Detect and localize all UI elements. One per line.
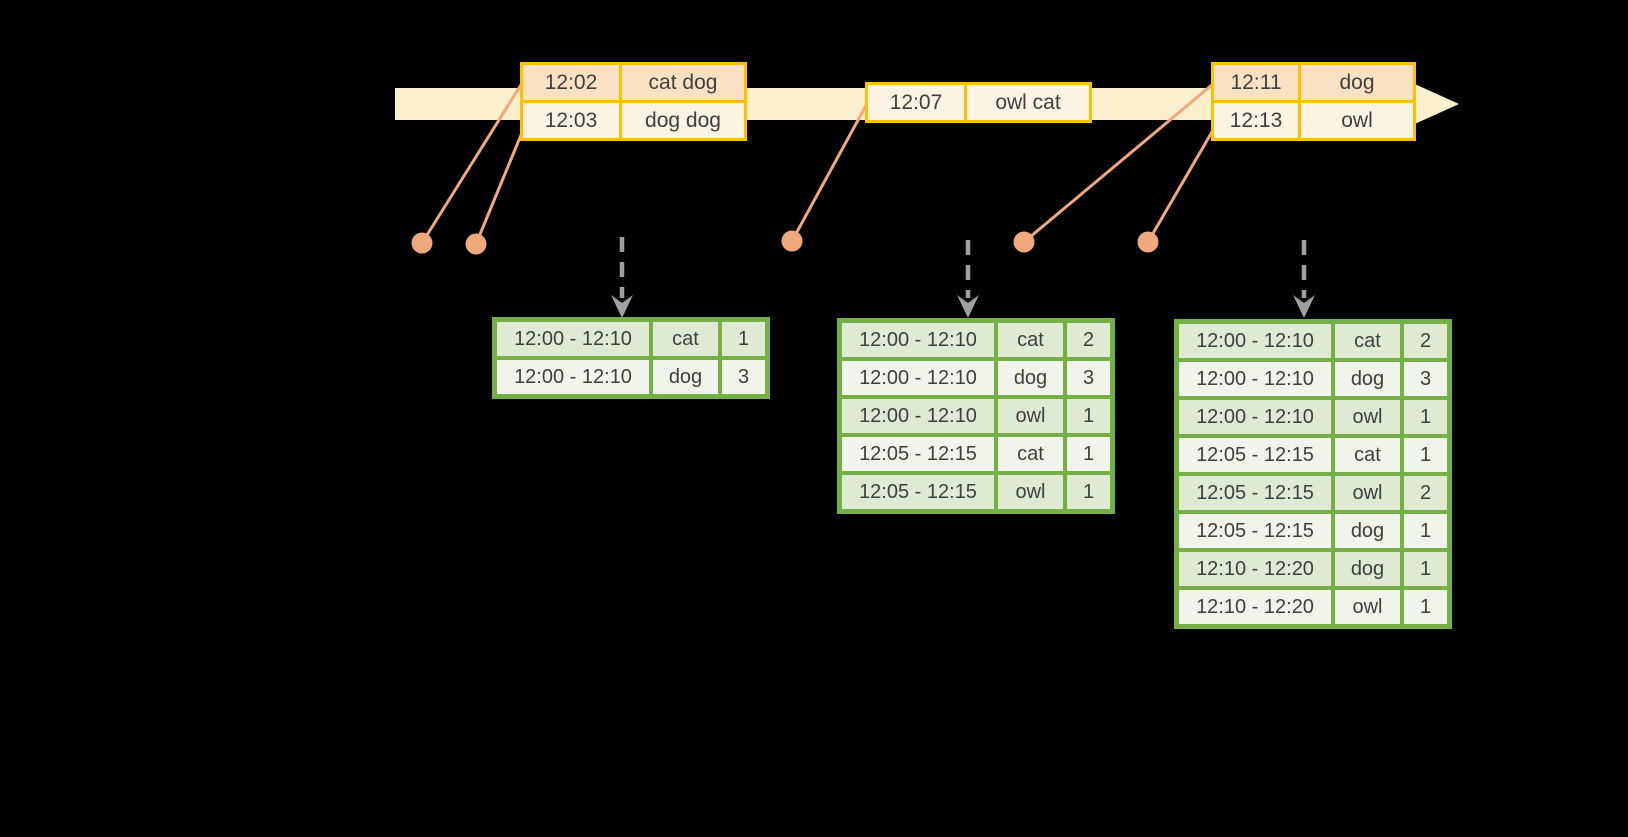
count-cell: 2 xyxy=(1400,472,1452,514)
window-cell: 12:05 - 12:15 xyxy=(1174,472,1335,514)
word-cell: owl xyxy=(994,471,1067,514)
count-cell: 1 xyxy=(1400,586,1452,629)
count-cell: 2 xyxy=(1400,319,1452,362)
event-words-cell: cat dog xyxy=(619,62,747,103)
count-cell: 1 xyxy=(718,317,770,360)
event-time-cell: 12:13 xyxy=(1211,100,1301,141)
count-cell: 1 xyxy=(1400,434,1452,476)
count-cell: 3 xyxy=(1063,357,1115,399)
word-cell: cat xyxy=(994,433,1067,475)
window-cell: 12:00 - 12:10 xyxy=(1174,319,1335,362)
window-cell: 12:05 - 12:15 xyxy=(837,433,998,475)
event-words-cell: owl cat xyxy=(964,82,1092,123)
event-time-cell: 12:11 xyxy=(1211,62,1301,103)
window-cell: 12:00 - 12:10 xyxy=(492,356,653,399)
event-connector-line xyxy=(1146,124,1218,243)
event-words-cell: dog dog xyxy=(619,100,747,141)
window-cell: 12:05 - 12:15 xyxy=(1174,510,1335,552)
event-dot xyxy=(465,233,487,255)
event-connector-line xyxy=(1023,82,1214,244)
window-cell: 12:00 - 12:10 xyxy=(837,395,998,437)
count-cell: 2 xyxy=(1063,318,1115,361)
word-cell: cat xyxy=(994,318,1067,361)
word-cell: cat xyxy=(1331,319,1404,362)
count-cell: 3 xyxy=(1400,358,1452,400)
window-cell: 12:00 - 12:10 xyxy=(837,357,998,399)
trigger-arrowhead-icon xyxy=(957,295,979,318)
event-time-cell: 12:03 xyxy=(520,100,622,141)
word-cell: owl xyxy=(1331,472,1404,514)
event-time-cell: 12:07 xyxy=(865,82,967,123)
window-cell: 12:10 - 12:20 xyxy=(1174,548,1335,590)
event-connector-line xyxy=(474,122,528,245)
word-cell: owl xyxy=(994,395,1067,437)
word-cell: owl xyxy=(1331,586,1404,629)
word-cell: dog xyxy=(1331,548,1404,590)
word-cell: cat xyxy=(649,317,722,360)
window-cell: 12:00 - 12:10 xyxy=(492,317,653,360)
event-time-cell: 12:02 xyxy=(520,62,622,103)
event-words-cell: dog xyxy=(1298,62,1416,103)
window-cell: 12:00 - 12:10 xyxy=(1174,358,1335,400)
word-cell: cat xyxy=(1331,434,1404,476)
window-cell: 12:05 - 12:15 xyxy=(1174,434,1335,476)
event-connector-line xyxy=(790,99,871,242)
count-cell: 3 xyxy=(718,356,770,399)
word-cell: owl xyxy=(1331,396,1404,438)
window-cell: 12:05 - 12:15 xyxy=(837,471,998,514)
window-cell: 12:00 - 12:10 xyxy=(837,318,998,361)
word-cell: dog xyxy=(1331,510,1404,552)
word-cell: dog xyxy=(994,357,1067,399)
event-dot xyxy=(1137,231,1159,253)
count-cell: 1 xyxy=(1400,510,1452,552)
word-cell: dog xyxy=(649,356,722,399)
event-dot xyxy=(781,230,803,252)
count-cell: 1 xyxy=(1063,433,1115,475)
event-connector-line xyxy=(420,79,526,244)
count-cell: 1 xyxy=(1063,471,1115,514)
word-cell: dog xyxy=(1331,358,1404,400)
window-cell: 12:00 - 12:10 xyxy=(1174,396,1335,438)
count-cell: 1 xyxy=(1063,395,1115,437)
window-cell: 12:10 - 12:20 xyxy=(1174,586,1335,629)
event-dot xyxy=(411,232,433,254)
trigger-arrowhead-icon xyxy=(611,295,633,318)
count-cell: 1 xyxy=(1400,548,1452,590)
trigger-arrowhead-icon xyxy=(1293,295,1315,318)
event-dot xyxy=(1013,231,1035,253)
event-words-cell: owl xyxy=(1298,100,1416,141)
count-cell: 1 xyxy=(1400,396,1452,438)
